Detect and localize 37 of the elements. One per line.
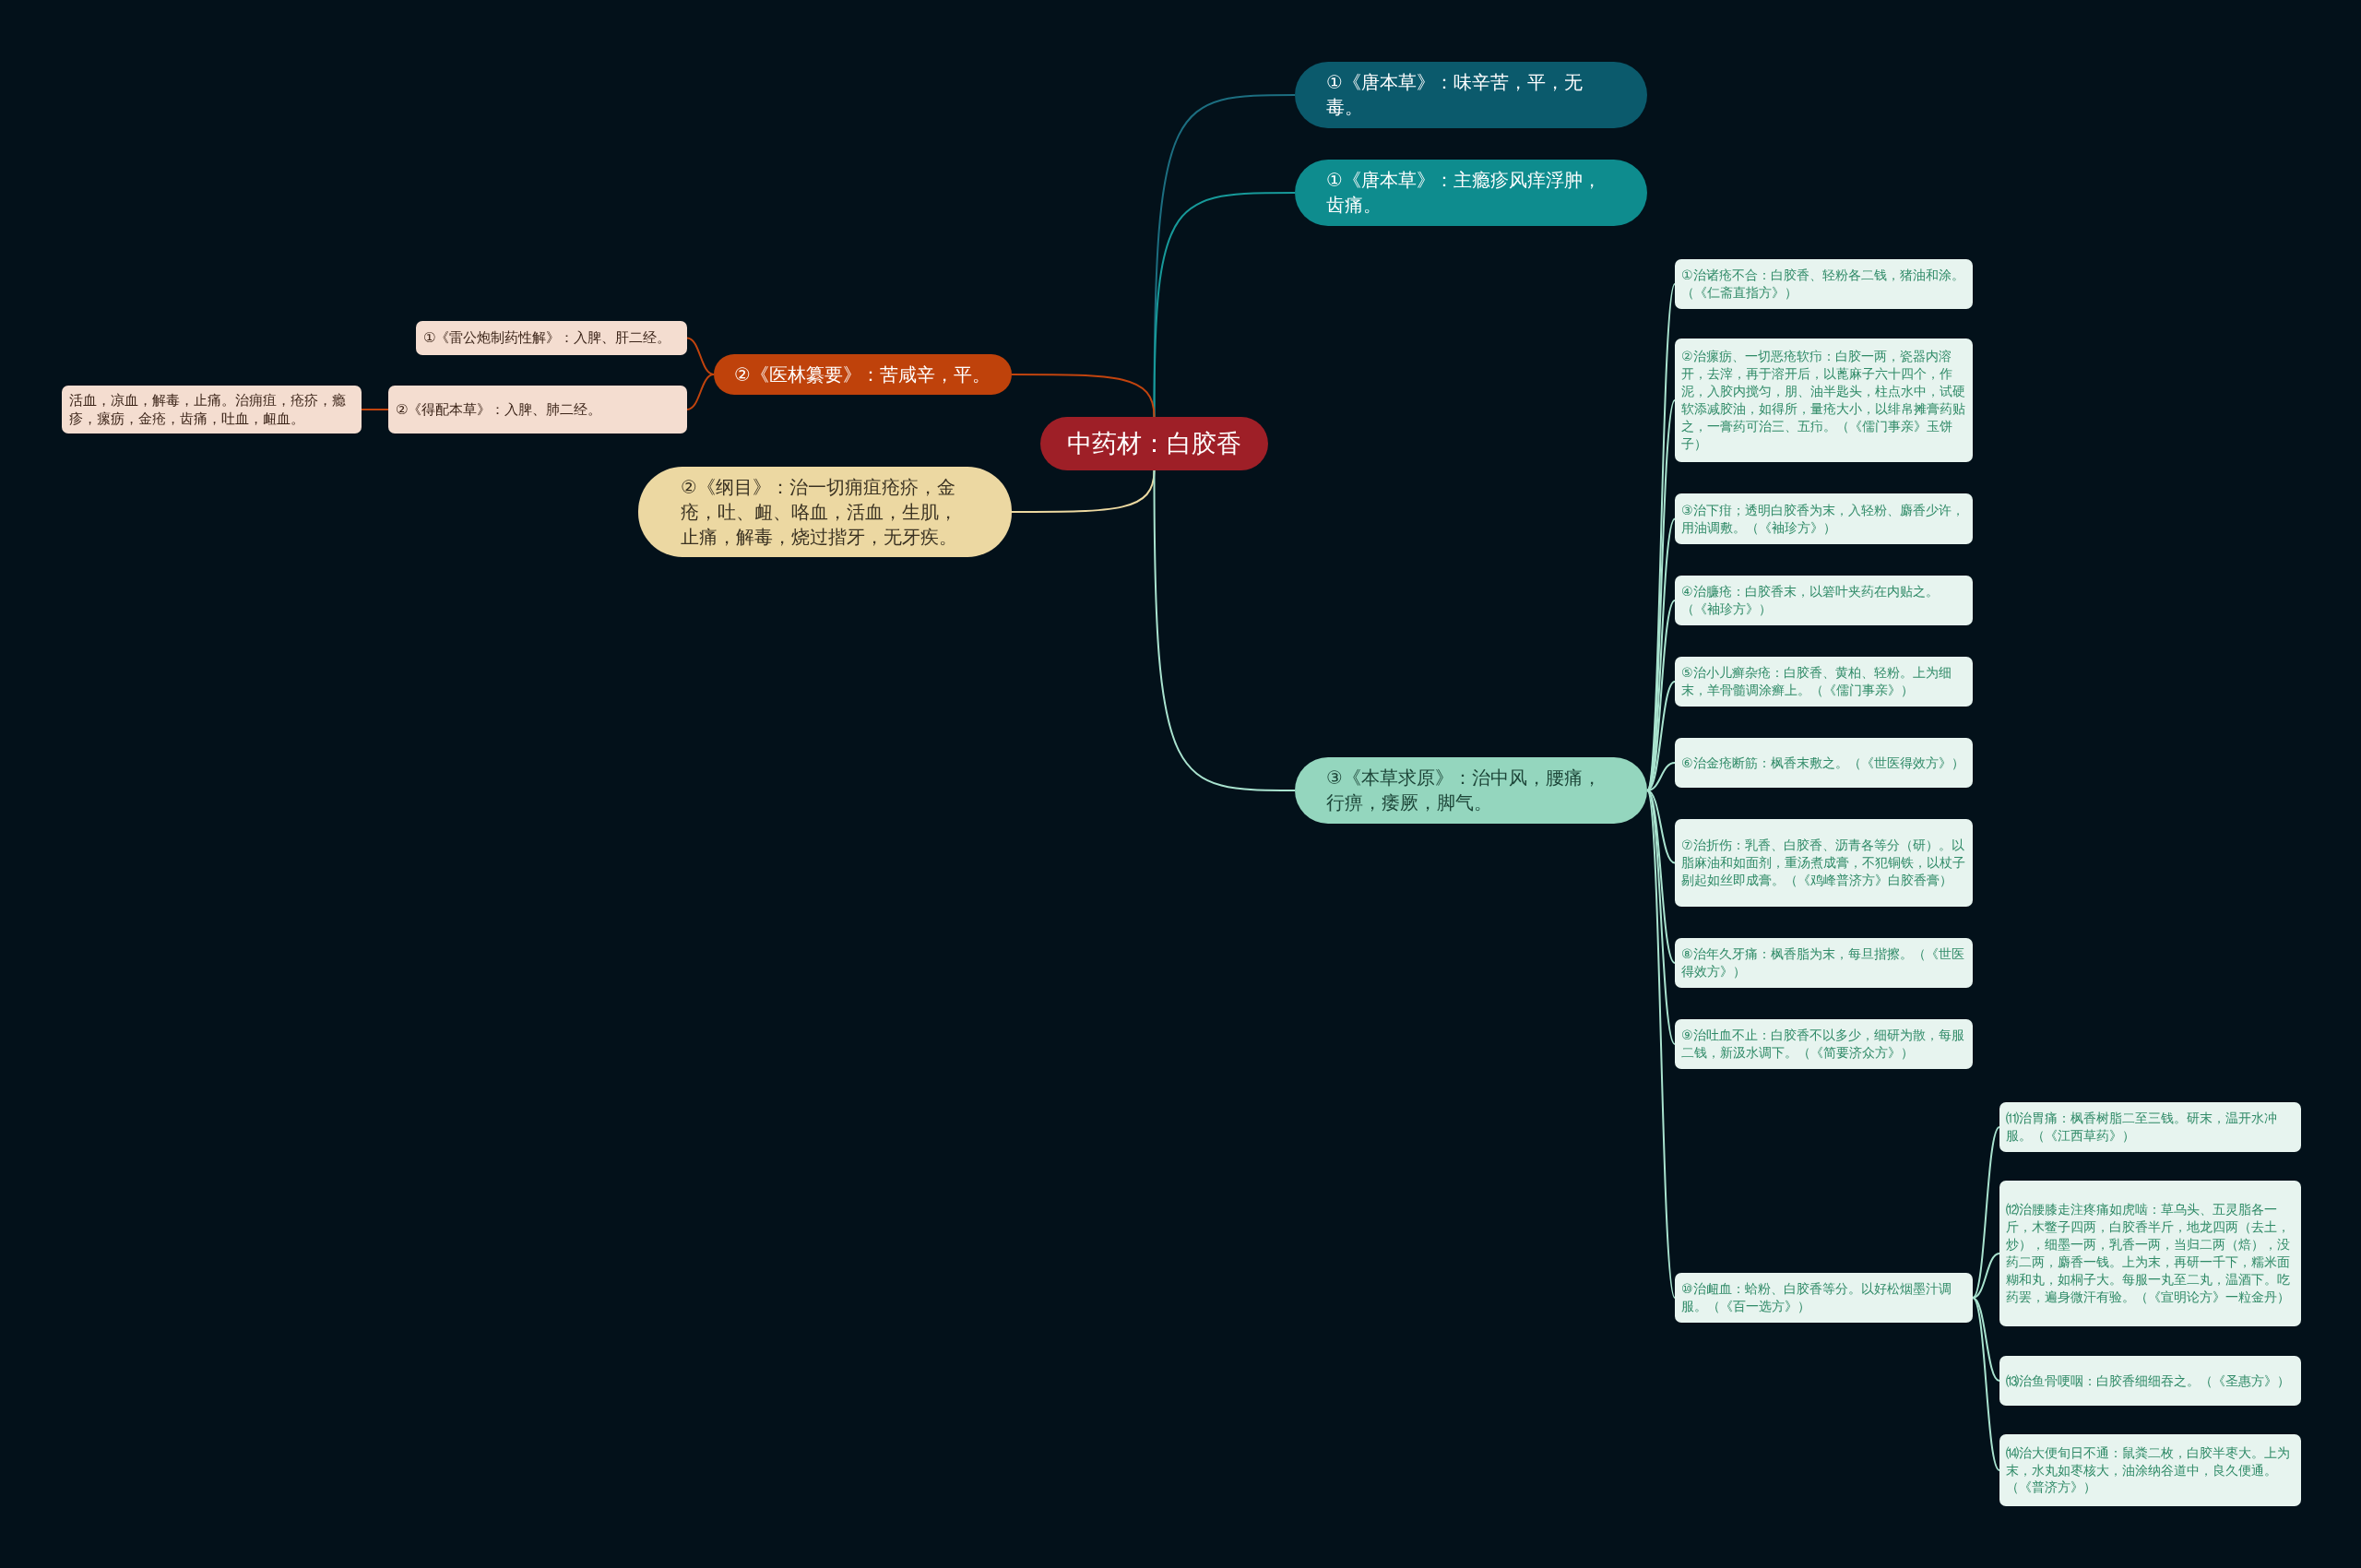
- subtopic-box: 活血，凉血，解毒，止痛。治痈疽，疮疥，瘾疹，瘰疬，金疮，齿痛，吐血，衄血。: [62, 386, 362, 434]
- topic-box: ②《纲目》：治一切痈疽疮疥，金疮，吐、衄、咯血，活血，生肌，止痛，解毒，烧过揩牙，无牙疾。: [638, 467, 1012, 557]
- topic-box: ①《唐本草》：主瘾疹风痒浮肿，齿痛。: [1295, 160, 1647, 226]
- connector-line: [1972, 1297, 2000, 1382]
- connector-line: [1011, 469, 1156, 513]
- connector-line: [1646, 790, 1676, 1299]
- subtopic-box: ②《得配本草》：入脾、肺二经。: [388, 386, 687, 434]
- subtopic-box: ④治臁疮：白胶香末，以箬叶夹药在内贴之。（《袖珍方》）: [1675, 576, 1973, 625]
- topic-box: ②《医林纂要》：苦咸辛，平。: [714, 354, 1012, 395]
- subtopic-box: ⒀治鱼骨哽咽：白胶香细细吞之。（《圣惠方》）: [1999, 1356, 2301, 1406]
- connector-line: [1646, 762, 1676, 791]
- subtopic-box: ②治瘰疬、一切恶疮软疖：白胶一两，瓷器内溶开，去滓，再于溶开后，以蓖麻子六十四个，作泥，入胶内搅匀，朋、油半匙头，柱点水中，试硬软添减胶油，如得所，量疮大小，以绯帛摊膏药贴之，一膏药可治三、五疖。（《儒门事亲》玉饼子）: [1675, 339, 1973, 462]
- connector-line: [1972, 1297, 2000, 1471]
- subtopic-box: ⑧治年久牙痛：枫香脂为末，每旦揩擦。（《世医得效方》）: [1675, 938, 1973, 988]
- subtopic-box: ⑿治腰膝走注疼痛如虎啮：草乌头、五灵脂各一斤，木鳖子四两，白胶香半斤，地龙四两（去土，炒），细墨一两，乳香一两，当归二两（焙），没药二两，麝香一钱。上为末，再研一千下，糯米面糊和丸，如桐子大。每服一丸至二丸，温酒下。吃药罢，遍身微汗有验。（《宣明论方》一粒金丹）: [1999, 1181, 2301, 1326]
- topic-box: ③《本草求原》：治中风，腰痛，行痹，痿厥，脚气。: [1295, 757, 1647, 824]
- subtopic-box: ⑨治吐血不止：白胶香不以多少，细研为散，每服二钱，新汲水调下。（《简要济众方》）: [1675, 1019, 1973, 1069]
- subtopic-box: ①《雷公炮制药性解》：入脾、肝二经。: [416, 321, 687, 355]
- connector-line: [1153, 469, 1296, 791]
- connector-line: [686, 374, 715, 410]
- connector-line: [1972, 1253, 2000, 1299]
- root-topic: 中药材：白胶香: [1040, 417, 1268, 470]
- subtopic-box: ⑩治衄血：蛤粉、白胶香等分。以好松烟墨汁调服。（《百一选方》）: [1675, 1273, 1973, 1323]
- connector-line: [1011, 374, 1156, 418]
- subtopic-box: ⑦治折伤：乳香、白胶香、沥青各等分（研）。以脂麻油和如面剂，重汤煮成膏，不犯铜铁，以杖子剔起如丝即成膏。（《鸡峰普济方》白胶香膏）: [1675, 819, 1973, 907]
- connector-line: [1646, 790, 1676, 1045]
- subtopic-box: ⑾治胃痛：枫香树脂二至三钱。研末，温开水冲服。（《江西草药》）: [1999, 1102, 2301, 1152]
- topic-box: ①《唐本草》：味辛苦，平，无毒。: [1295, 62, 1647, 128]
- subtopic-box: ⑥治金疮断筋：枫香末敷之。（《世医得效方》）: [1675, 738, 1973, 788]
- subtopic-box: ⑤治小儿癣杂疮：白胶香、黄柏、轻粉。上为细末，羊骨髓调涂癣上。（《儒门事亲》）: [1675, 657, 1973, 707]
- subtopic-box: ③治下疳；透明白胶香为末，入轻粉、麝香少许，用油调敷。（《袖珍方》）: [1675, 493, 1973, 544]
- connector-line: [686, 337, 715, 375]
- connector-line: [1646, 790, 1676, 864]
- subtopic-box: ⒁治大便旬日不通：鼠粪二枚，白胶半枣大。上为末，水丸如枣核大，油涂纳谷道中，良久便通。（《普济方》）: [1999, 1434, 2301, 1506]
- subtopic-box: ①治诸疮不合：白胶香、轻粉各二钱，猪油和涂。（《仁斋直指方》）: [1675, 259, 1973, 309]
- connector-line: [1972, 1126, 2000, 1299]
- connector-line: [361, 409, 389, 410]
